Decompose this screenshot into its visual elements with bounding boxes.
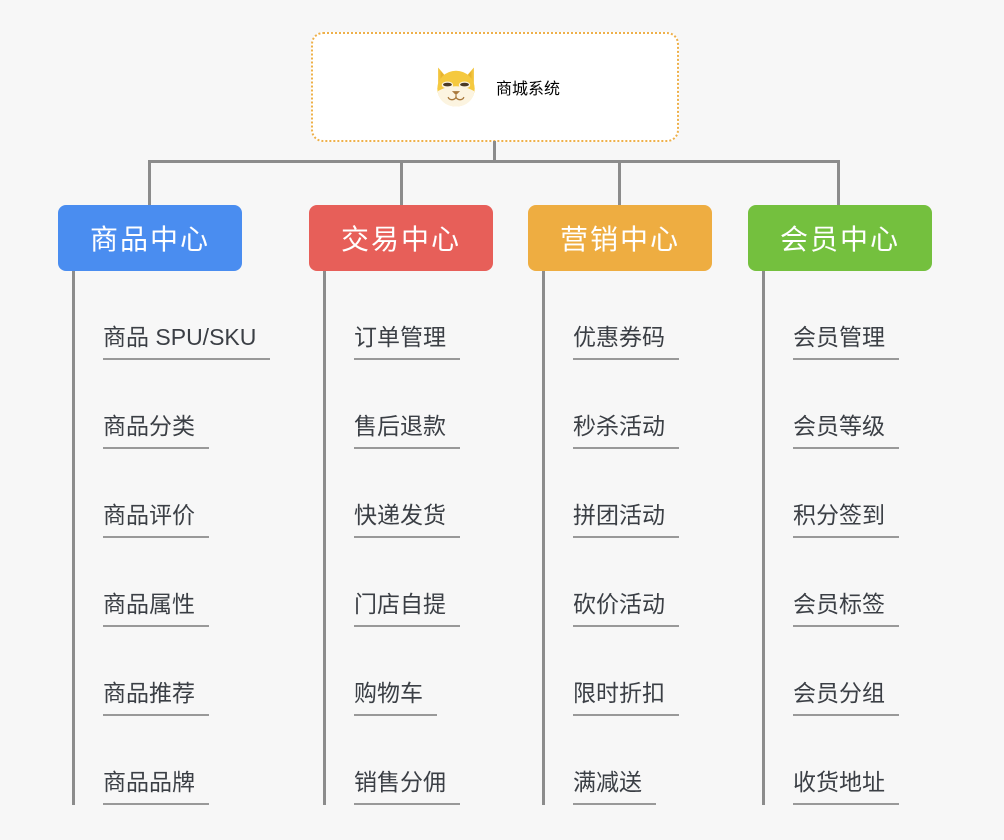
leaf-item[interactable]: 商品推荐 xyxy=(75,627,242,716)
connector-drop-3 xyxy=(618,160,621,208)
leaf-label: 拼团活动 xyxy=(573,502,679,538)
leaf-item[interactable]: 商品 SPU/SKU xyxy=(75,271,271,360)
leaf-label: 会员标签 xyxy=(793,591,899,627)
leaf-label: 订单管理 xyxy=(354,324,460,360)
leaf-item[interactable]: 限时折扣 xyxy=(545,627,712,716)
category-header-member[interactable]: 会员中心 xyxy=(748,205,932,271)
leaf-list-member: 会员管理 会员等级 积分签到 会员标签 会员分组 收货地址 xyxy=(762,271,932,805)
leaf-item[interactable]: 商品品牌 xyxy=(75,716,242,805)
leaf-item[interactable]: 拼团活动 xyxy=(545,449,712,538)
leaf-list-marketing: 优惠券码 秒杀活动 拼团活动 砍价活动 限时折扣 满减送 xyxy=(542,271,712,805)
connector-horizontal-bus xyxy=(148,160,840,163)
leaf-label: 销售分佣 xyxy=(354,769,460,805)
leaf-label: 积分签到 xyxy=(793,502,899,538)
leaf-label: 会员等级 xyxy=(793,413,899,449)
leaf-label: 限时折扣 xyxy=(573,680,679,716)
leaf-item[interactable]: 会员管理 xyxy=(765,271,932,360)
category-header-marketing[interactable]: 营销中心 xyxy=(528,205,712,271)
leaf-list-product: 商品 SPU/SKU 商品分类 商品评价 商品属性 商品推荐 商品品牌 xyxy=(72,271,271,805)
leaf-label: 秒杀活动 xyxy=(573,413,679,449)
leaf-item[interactable]: 订单管理 xyxy=(326,271,493,360)
category-header-trade[interactable]: 交易中心 xyxy=(309,205,493,271)
leaf-item[interactable]: 满减送 xyxy=(545,716,712,805)
leaf-label: 门店自提 xyxy=(354,591,460,627)
leaf-label: 砍价活动 xyxy=(573,591,679,627)
leaf-item[interactable]: 秒杀活动 xyxy=(545,360,712,449)
category-column-marketing: 营销中心 优惠券码 秒杀活动 拼团活动 砍价活动 限时折扣 满减送 xyxy=(528,205,712,805)
leaf-item[interactable]: 购物车 xyxy=(326,627,493,716)
connector-drop-1 xyxy=(148,160,151,208)
dog-face-icon xyxy=(437,67,475,107)
leaf-item[interactable]: 商品评价 xyxy=(75,449,242,538)
leaf-label: 收货地址 xyxy=(793,769,899,805)
root-title: 商城系统 xyxy=(495,81,560,98)
connector-drop-4 xyxy=(837,160,840,208)
leaf-item[interactable]: 商品分类 xyxy=(75,360,242,449)
leaf-list-trade: 订单管理 售后退款 快递发货 门店自提 购物车 销售分佣 xyxy=(323,271,493,805)
leaf-item[interactable]: 砍价活动 xyxy=(545,538,712,627)
leaf-label: 快递发货 xyxy=(354,502,460,538)
leaf-item[interactable]: 售后退款 xyxy=(326,360,493,449)
leaf-item[interactable]: 快递发货 xyxy=(326,449,493,538)
leaf-label: 商品分类 xyxy=(103,413,209,449)
leaf-item[interactable]: 会员分组 xyxy=(765,627,932,716)
leaf-item[interactable]: 销售分佣 xyxy=(326,716,493,805)
leaf-item[interactable]: 会员等级 xyxy=(765,360,932,449)
leaf-label: 商品评价 xyxy=(103,502,209,538)
leaf-item[interactable]: 收货地址 xyxy=(765,716,932,805)
leaf-label: 商品 SPU/SKU xyxy=(103,324,271,360)
leaf-label: 优惠券码 xyxy=(573,324,679,360)
leaf-item[interactable]: 积分签到 xyxy=(765,449,932,538)
root-node[interactable]: 商城系统 xyxy=(311,32,679,142)
category-column-member: 会员中心 会员管理 会员等级 积分签到 会员标签 会员分组 收货地址 xyxy=(748,205,932,805)
leaf-item[interactable]: 会员标签 xyxy=(765,538,932,627)
leaf-label: 商品品牌 xyxy=(103,769,209,805)
leaf-label: 会员管理 xyxy=(793,324,899,360)
leaf-label: 会员分组 xyxy=(793,680,899,716)
leaf-label: 购物车 xyxy=(354,680,437,716)
connector-root-stem xyxy=(493,141,496,163)
leaf-label: 商品推荐 xyxy=(103,680,209,716)
leaf-label: 售后退款 xyxy=(354,413,460,449)
connector-drop-2 xyxy=(400,160,403,208)
category-column-trade: 交易中心 订单管理 售后退款 快递发货 门店自提 购物车 销售分佣 xyxy=(309,205,493,805)
leaf-item[interactable]: 优惠券码 xyxy=(545,271,712,360)
leaf-item[interactable]: 商品属性 xyxy=(75,538,242,627)
leaf-item[interactable]: 门店自提 xyxy=(326,538,493,627)
leaf-label: 满减送 xyxy=(573,769,656,805)
leaf-label: 商品属性 xyxy=(103,591,209,627)
category-header-product[interactable]: 商品中心 xyxy=(58,205,242,271)
category-column-product: 商品中心 商品 SPU/SKU 商品分类 商品评价 商品属性 商品推荐 商品品牌 xyxy=(58,205,271,805)
